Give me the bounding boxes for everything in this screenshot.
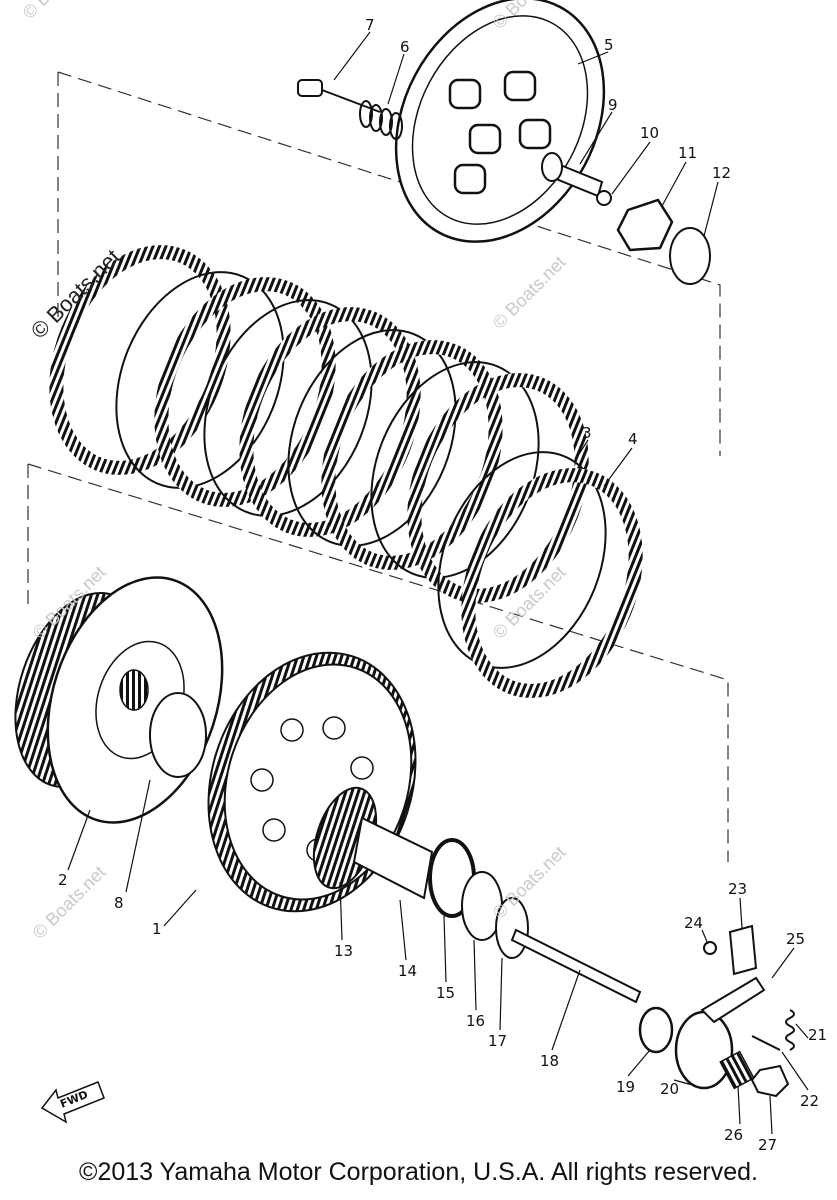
callout-1: 1: [152, 920, 162, 938]
callout-5: 5: [604, 36, 614, 54]
lever-bracket: [728, 924, 758, 976]
callout-12: 12: [712, 164, 731, 182]
callout-27: 27: [758, 1136, 777, 1154]
callout-22: 22: [800, 1092, 819, 1110]
clutch-plate: [203, 299, 373, 517]
friction-plate: [154, 277, 336, 507]
callout-14: 14: [398, 962, 417, 980]
callout-18: 18: [540, 1052, 559, 1070]
callout-6: 6: [400, 38, 410, 56]
watermark: © Boats.net: [489, 842, 570, 923]
callout-labels: 7 6 5 9 10 11 12 3 4 2 8 1 13 14 15 16 1…: [58, 16, 827, 1154]
callout-11: 11: [678, 144, 697, 162]
pressure-bolt: [297, 79, 381, 113]
steel-ball: [596, 190, 612, 206]
lock-washer: [669, 227, 711, 285]
clutch-plate-stack: [49, 245, 643, 698]
callout-13: 13: [334, 942, 353, 960]
callout-16: 16: [466, 1012, 485, 1030]
lock-nut: [616, 198, 674, 252]
callout-15: 15: [436, 984, 455, 1002]
friction-plate: [49, 245, 231, 475]
push-rod-short: [541, 152, 604, 198]
adjust-screw: [719, 1050, 755, 1090]
thrust-washer: [149, 692, 207, 778]
watermark: © Boats.net: [19, 0, 100, 23]
callout-8: 8: [114, 894, 124, 912]
clutch-plate: [115, 271, 285, 489]
friction-plate: [239, 307, 421, 537]
callout-26: 26: [724, 1126, 743, 1144]
friction-plate: [407, 373, 589, 603]
clutch-plate: [287, 329, 457, 547]
clutch-spring: [359, 100, 403, 140]
assembly-outline-top: [57, 71, 721, 456]
adjust-nut: [750, 1064, 790, 1098]
callout-4: 4: [628, 430, 638, 448]
arrow-left-icon: [40, 1081, 105, 1124]
callout-2: 2: [58, 871, 68, 889]
callout-7: 7: [365, 16, 375, 34]
friction-plate: [321, 340, 503, 570]
return-spring: [785, 1009, 795, 1051]
friction-plate: [461, 468, 643, 698]
pin: [751, 1035, 781, 1051]
callout-21: 21: [808, 1026, 827, 1044]
callout-19: 19: [616, 1078, 635, 1096]
spacer-sleeve: [352, 816, 434, 900]
lever-arm: [700, 976, 766, 1024]
forward-arrow: FWD: [40, 1081, 105, 1124]
callout-10: 10: [640, 124, 659, 142]
callout-25: 25: [786, 930, 805, 948]
watermark: © Boats.net: [29, 862, 110, 943]
callout-17: 17: [488, 1032, 507, 1050]
callout-23: 23: [728, 880, 747, 898]
callout-9: 9: [608, 96, 618, 114]
copyright-footer: ©2013 Yamaha Motor Corporation, U.S.A. A…: [79, 1158, 758, 1186]
callout-24: 24: [684, 914, 703, 932]
clutch-exploded-diagram: 7 6 5 9 10 11 12 3 4 2 8 1 13 14 15 16 1…: [14, 0, 827, 1154]
callout-20: 20: [660, 1080, 679, 1098]
leader-lines: [67, 31, 809, 1135]
assembly-outline-bottom: [27, 463, 729, 862]
watermark: © Boats.net: [489, 252, 570, 333]
oil-seal: [638, 1006, 674, 1054]
push-rod-long: [510, 928, 642, 1004]
callout-3: 3: [582, 424, 592, 442]
push-screw: [674, 1010, 734, 1090]
small-screw: [703, 941, 717, 955]
